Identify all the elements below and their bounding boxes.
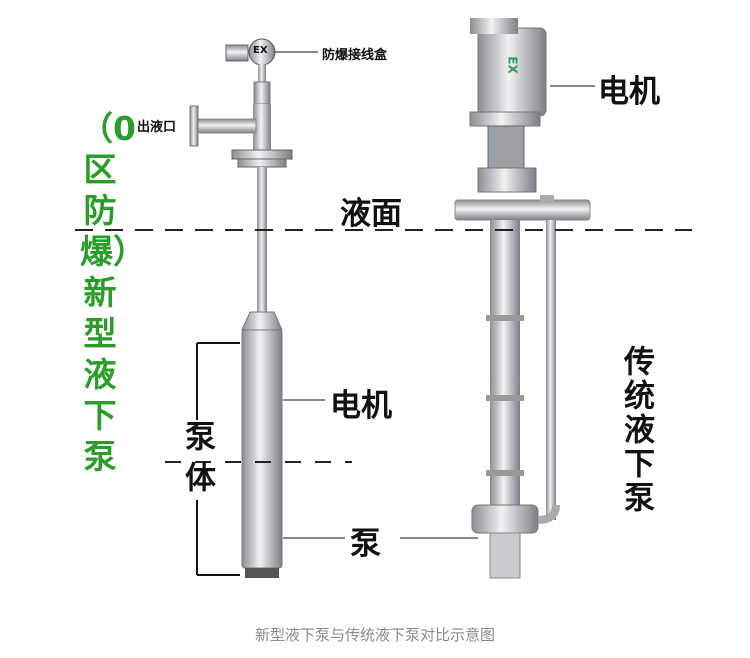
traditional-pump (454, 18, 591, 579)
pump-body-label: 泵体 (179, 420, 215, 502)
pump-label: 泵 (350, 526, 381, 562)
outlet-label: 出液口 (137, 120, 177, 135)
liquid-level-label: 液面 (340, 196, 402, 232)
ex-mark-right: EX (505, 56, 520, 74)
junction-box-label: 防爆接线盒 (322, 48, 388, 63)
ex-mark-left: EX (253, 45, 268, 56)
new-pump-title: （0区防爆）新型液下泵 (80, 109, 146, 476)
traditional-pump-title: 传统液下泵 (618, 345, 654, 515)
caption: 新型液下泵与传统液下泵对比示意图 (254, 626, 495, 644)
left-motor-label: 电机 (330, 388, 392, 424)
right-motor-label: 电机 (598, 74, 660, 110)
new-pump (189, 38, 293, 578)
